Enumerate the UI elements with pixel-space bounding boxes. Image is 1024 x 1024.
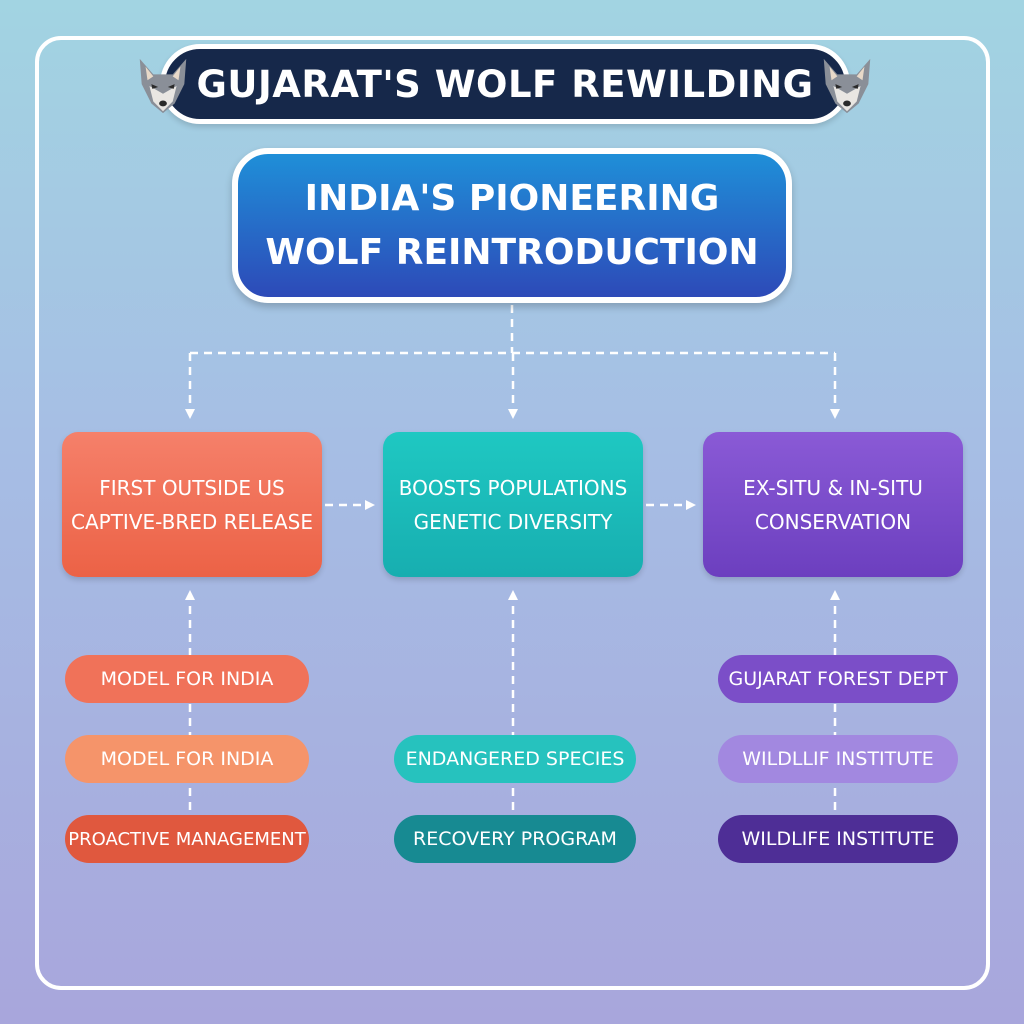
card-line: BOOSTS POPULATIONS [398,475,628,500]
pill-left-1: MODEL FOR INDIA [65,655,309,703]
pill-right-2: WILDLLIF INSTITUTE [718,735,958,783]
pill-left-2: MODEL FOR INDIA [65,735,309,783]
pill-center-1: ENDANGERED SPECIES [394,735,636,783]
pill-right-1: GUJARAT FOREST DEPT [718,655,958,703]
pill-right-3: WILDLIFE INSTITUTE [718,815,958,863]
page-title: GUJARAT'S WOLF REWILDING [196,62,814,106]
outer-frame [35,36,990,990]
card-line: GENETIC DIVERSITY [413,509,613,534]
card-line: CAPTIVE-BRED RELEASE [71,509,313,534]
subtitle-box: INDIA'S PIONEERING WOLF REINTRODUCTION [232,148,792,303]
wolf-icon [823,58,871,114]
card-conservation: EX-SITU & IN-SITU CONSERVATION [703,432,963,577]
card-line: CONSERVATION [754,509,912,534]
title-banner: GUJARAT'S WOLF REWILDING [160,44,850,124]
pill-center-2: RECOVERY PROGRAM [394,815,636,863]
subtitle-line-1: INDIA'S PIONEERING [304,177,720,219]
subtitle-line-2: WOLF REINTRODUCTION [265,231,759,273]
card-captive-bred-release: FIRST OUTSIDE US CAPTIVE-BRED RELEASE [62,432,322,577]
card-genetic-diversity: BOOSTS POPULATIONS GENETIC DIVERSITY [383,432,643,577]
wolf-icon [139,58,187,114]
card-line: FIRST OUTSIDE US [99,475,285,500]
card-line: EX-SITU & IN-SITU [743,475,923,500]
pill-left-3: PROACTIVE MANAGEMENT [65,815,309,863]
